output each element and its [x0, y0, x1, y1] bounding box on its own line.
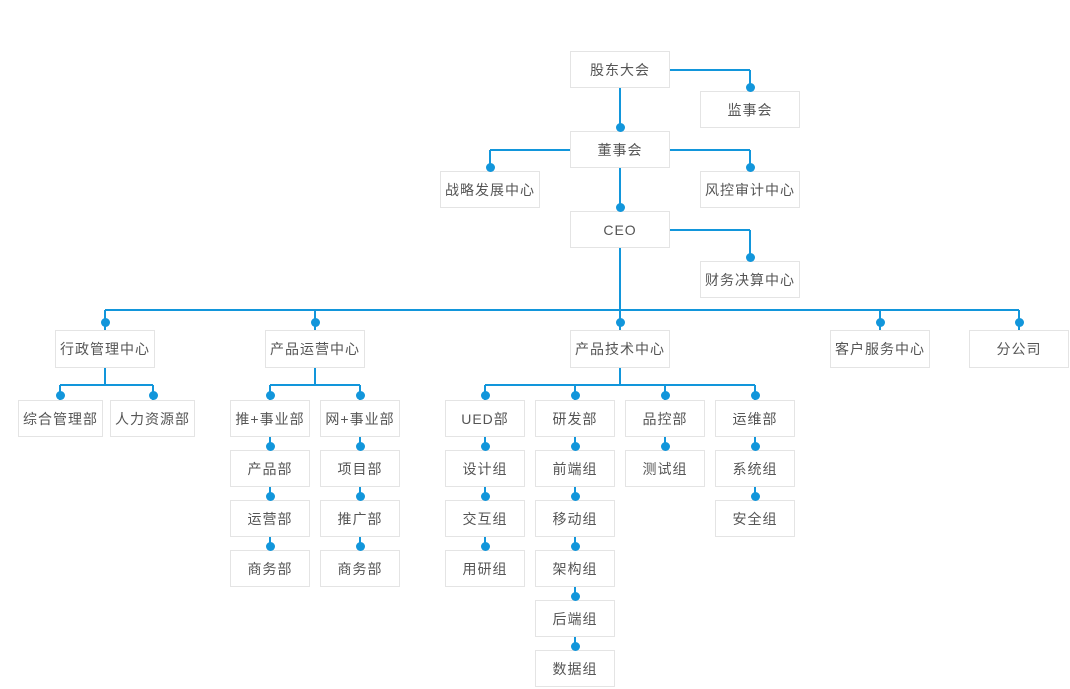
connector-line — [104, 368, 106, 385]
connector-line — [670, 149, 750, 151]
org-node-business-dept-wang[interactable]: 商务部 — [320, 550, 400, 587]
org-node-customer-service-center[interactable]: 客户服务中心 — [830, 330, 930, 368]
org-node-architecture-group[interactable]: 架构组 — [535, 550, 615, 587]
org-node-finance-settlement-center[interactable]: 财务决算中心 — [700, 261, 800, 298]
connector-dot — [480, 541, 490, 551]
connector-dot — [355, 541, 365, 551]
connector-line — [489, 150, 491, 171]
org-node-product-tech-center[interactable]: 产品技术中心 — [570, 330, 670, 368]
connector-dot — [615, 317, 625, 327]
org-node-ceo[interactable]: CEO — [570, 211, 670, 248]
org-node-operations-dept[interactable]: 运营部 — [230, 500, 310, 537]
connector-line — [670, 69, 750, 71]
connector-dot — [750, 441, 760, 451]
org-node-promotion-dept[interactable]: 推广部 — [320, 500, 400, 537]
connector-dot — [750, 390, 760, 400]
connector-dot — [615, 122, 625, 132]
connector-line — [749, 230, 751, 261]
org-node-qc-dept[interactable]: 品控部 — [625, 400, 705, 437]
org-node-branch-company[interactable]: 分公司 — [969, 330, 1069, 368]
connector-dot — [875, 317, 885, 327]
connector-line — [270, 384, 360, 386]
connector-line — [490, 149, 570, 151]
connector-dot — [615, 202, 625, 212]
connector-line — [619, 368, 621, 385]
connector-dot — [660, 441, 670, 451]
connector-dot — [310, 317, 320, 327]
connector-dot — [570, 591, 580, 601]
connector-line — [105, 309, 1019, 311]
org-node-project-dept[interactable]: 项目部 — [320, 450, 400, 487]
connector-dot — [480, 441, 490, 451]
connector-line — [749, 70, 751, 91]
connector-line — [749, 150, 751, 171]
connector-dot — [570, 491, 580, 501]
org-node-ued-dept[interactable]: UED部 — [445, 400, 525, 437]
org-node-system-group[interactable]: 系统组 — [715, 450, 795, 487]
connector-dot — [570, 390, 580, 400]
connector-dot — [148, 390, 158, 400]
connector-dot — [265, 441, 275, 451]
connector-dot — [570, 541, 580, 551]
connector-dot — [355, 491, 365, 501]
org-node-supervisory-board[interactable]: 监事会 — [700, 91, 800, 128]
connector-dot — [100, 317, 110, 327]
connector-line — [485, 384, 755, 386]
org-node-design-group[interactable]: 设计组 — [445, 450, 525, 487]
connector-line — [60, 384, 153, 386]
connector-dot — [660, 390, 670, 400]
connector-dot — [355, 390, 365, 400]
org-node-wang-business-dept[interactable]: 网+事业部 — [320, 400, 400, 437]
org-node-ops-maintenance-dept[interactable]: 运维部 — [715, 400, 795, 437]
connector-dot — [750, 491, 760, 501]
connector-dot — [1014, 317, 1024, 327]
connector-dot — [745, 82, 755, 92]
org-node-tui-business-dept[interactable]: 推+事业部 — [230, 400, 310, 437]
org-node-mobile-group[interactable]: 移动组 — [535, 500, 615, 537]
connector-dot — [355, 441, 365, 451]
org-node-hr-dept[interactable]: 人力资源部 — [110, 400, 195, 437]
org-node-testing-group[interactable]: 测试组 — [625, 450, 705, 487]
connector-dot — [745, 252, 755, 262]
connector-dot — [265, 491, 275, 501]
connector-dot — [480, 491, 490, 501]
org-node-security-group[interactable]: 安全组 — [715, 500, 795, 537]
connector-line — [670, 229, 750, 231]
org-node-business-dept-tui[interactable]: 商务部 — [230, 550, 310, 587]
org-node-frontend-group[interactable]: 前端组 — [535, 450, 615, 487]
org-node-general-mgmt-dept[interactable]: 综合管理部 — [18, 400, 103, 437]
connector-dot — [480, 390, 490, 400]
org-node-data-group[interactable]: 数据组 — [535, 650, 615, 687]
connector-dot — [265, 541, 275, 551]
connector-dot — [570, 641, 580, 651]
org-node-user-research-group[interactable]: 用研组 — [445, 550, 525, 587]
connector-dot — [485, 162, 495, 172]
org-node-shareholders-meeting[interactable]: 股东大会 — [570, 51, 670, 88]
connector-dot — [745, 162, 755, 172]
org-node-backend-group[interactable]: 后端组 — [535, 600, 615, 637]
connector-line — [619, 88, 621, 131]
org-node-product-ops-center[interactable]: 产品运营中心 — [265, 330, 365, 368]
connector-line — [619, 248, 621, 330]
org-node-admin-mgmt-center[interactable]: 行政管理中心 — [55, 330, 155, 368]
org-node-product-dept[interactable]: 产品部 — [230, 450, 310, 487]
org-node-board-of-directors[interactable]: 董事会 — [570, 131, 670, 168]
org-node-risk-audit-center[interactable]: 风控审计中心 — [700, 171, 800, 208]
connector-line — [314, 368, 316, 385]
connector-dot — [265, 390, 275, 400]
org-node-interaction-group[interactable]: 交互组 — [445, 500, 525, 537]
connector-dot — [55, 390, 65, 400]
org-node-rd-dept[interactable]: 研发部 — [535, 400, 615, 437]
connector-line — [619, 168, 621, 211]
org-node-strategy-dev-center[interactable]: 战略发展中心 — [440, 171, 540, 208]
connector-dot — [570, 441, 580, 451]
